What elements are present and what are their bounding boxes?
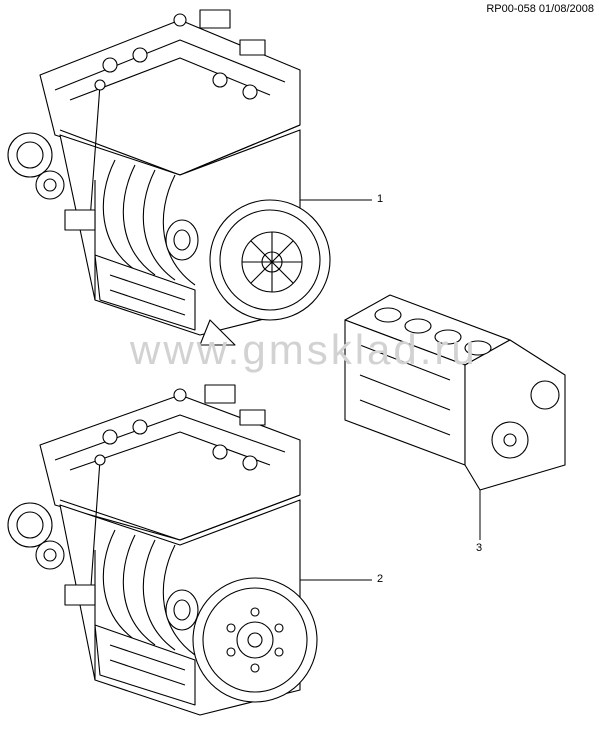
diagram-reference: RP00-058 01/08/2008 <box>486 3 594 15</box>
watermark: www.gmsklad.ru <box>130 326 478 373</box>
engine-assembly-2 <box>7 384 318 716</box>
engine-assembly-1 <box>7 9 331 346</box>
callout-2: 2 <box>377 573 384 585</box>
callout-1: 1 <box>377 193 384 205</box>
callout-3: 3 <box>476 542 483 554</box>
short-block-3 <box>344 294 566 491</box>
